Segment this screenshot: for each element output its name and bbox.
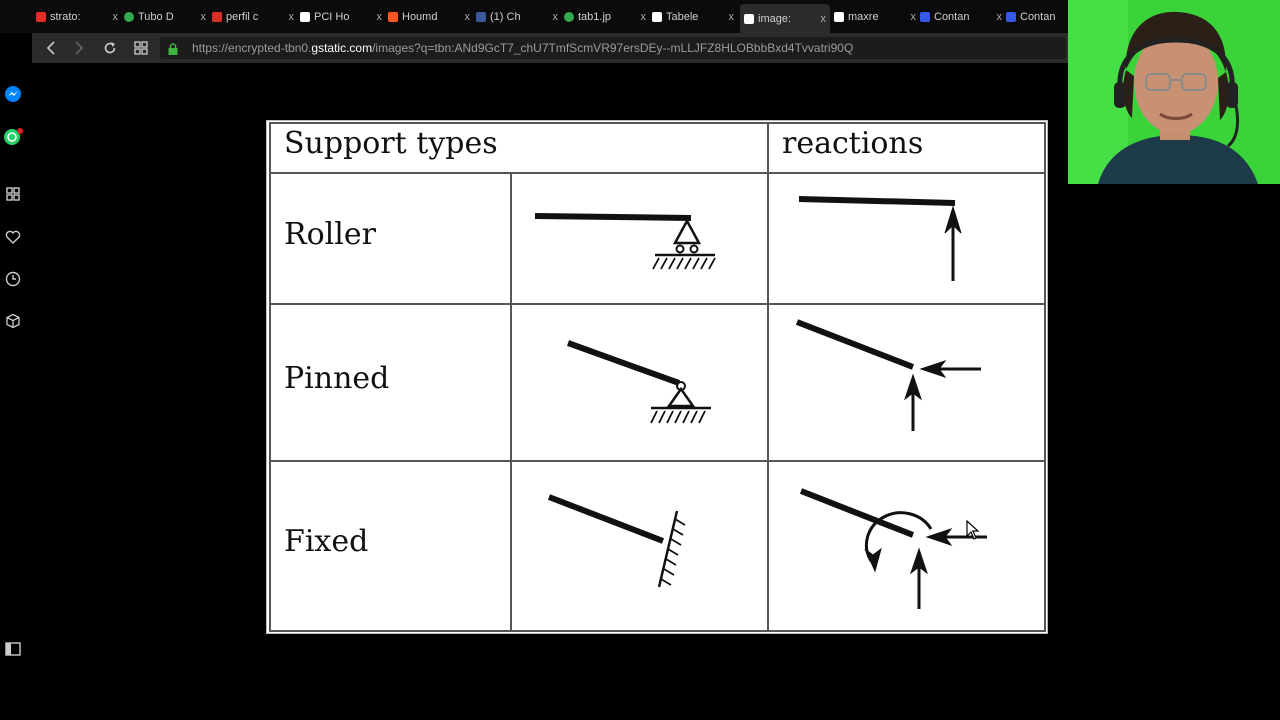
webcam-overlay: [1068, 0, 1280, 184]
sidebar: [0, 0, 32, 686]
messenger-icon[interactable]: [3, 84, 23, 104]
back-icon[interactable]: [42, 39, 60, 57]
tab-strip: strato: x Tubo D x perfil c x PCI Ho x H…: [0, 0, 1068, 33]
support-types-table: Support types reactions Roller Pinned Fi…: [266, 120, 1048, 634]
roller-support-symbol: [534, 213, 716, 270]
tab-title: maxre: [848, 11, 879, 23]
gmail-icon: [212, 12, 222, 22]
close-icon[interactable]: x: [728, 11, 735, 23]
google-icon: [124, 12, 134, 22]
speed-dial-icon[interactable]: [3, 184, 23, 204]
sidebar-toggle-icon[interactable]: [3, 639, 23, 659]
tab[interactable]: Contan x: [920, 6, 1006, 28]
lock-icon: [168, 42, 178, 60]
page-icon: [300, 12, 310, 22]
page-icon: [744, 13, 754, 24]
url-text: https://encrypted-tbn0.gstatic.com/image…: [192, 41, 853, 55]
close-icon[interactable]: x: [112, 11, 119, 23]
close-icon[interactable]: x: [996, 11, 1003, 23]
tab-title: perfil c: [226, 11, 259, 23]
history-clock-icon[interactable]: [3, 269, 23, 289]
header-reactions: reactions: [782, 126, 924, 161]
row-label-pinned: Pinned: [284, 361, 390, 396]
url-prefix: https://encrypted-tbn0.: [192, 41, 312, 55]
tab[interactable]: Tabele x: [652, 6, 738, 28]
google-icon: [564, 12, 574, 22]
page-icon: [834, 12, 844, 22]
row-label-roller: Roller: [284, 217, 376, 252]
tab-title: Tubo D: [138, 11, 174, 23]
url-path: /images?q=tbn:ANd9GcT7_chU7TmfScmVR97ers…: [372, 41, 854, 55]
close-icon[interactable]: x: [910, 11, 917, 23]
row-label-fixed: Fixed: [284, 524, 369, 559]
tab[interactable]: (1) Ch x: [476, 6, 562, 28]
header-support-types: Support types: [284, 126, 498, 161]
close-icon[interactable]: x: [200, 11, 207, 23]
address-bar: https://encrypted-tbn0.gstatic.com/image…: [32, 33, 1068, 63]
pinned-support-symbol: [566, 340, 711, 424]
close-icon[interactable]: x: [376, 11, 383, 23]
tab[interactable]: strato: x: [36, 6, 122, 28]
tab-title: tab1.jp: [578, 11, 612, 23]
close-icon[interactable]: x: [464, 11, 471, 23]
tab[interactable]: Tubo D x: [124, 6, 210, 28]
close-icon[interactable]: x: [288, 11, 295, 23]
roller-reaction-symbol: [798, 196, 962, 281]
tab-title: PCI Ho: [314, 11, 350, 23]
page-icon: [652, 12, 662, 22]
tab-title: Houmd: [402, 11, 438, 23]
forward-icon[interactable]: [70, 39, 88, 57]
facebook-icon: [476, 12, 486, 22]
wordpress-icon: [920, 12, 930, 22]
tab-title: strato:: [50, 11, 81, 23]
close-icon[interactable]: x: [552, 11, 559, 23]
tab[interactable]: Contan: [1006, 6, 1068, 28]
tab[interactable]: perfil c x: [212, 6, 298, 28]
close-icon[interactable]: x: [820, 12, 827, 25]
pinned-reaction-symbol: [795, 319, 981, 431]
shield-icon: [388, 12, 398, 22]
table-drawing: [269, 122, 1046, 632]
tab[interactable]: maxre x: [834, 6, 920, 28]
close-icon[interactable]: x: [640, 11, 647, 23]
mouse-cursor-icon: [966, 519, 980, 545]
wordpress-icon: [1006, 12, 1016, 22]
tab[interactable]: Houmd x: [388, 6, 474, 28]
tab[interactable]: PCI Ho x: [300, 6, 386, 28]
webcam-presenter: [1068, 0, 1280, 184]
url-field[interactable]: https://encrypted-tbn0.gstatic.com/image…: [160, 37, 1066, 59]
tab-title: Contan: [1020, 11, 1056, 23]
url-domain: gstatic.com: [311, 41, 373, 55]
tab[interactable]: tab1.jp x: [564, 6, 650, 28]
fixed-reaction-symbol: [799, 488, 987, 609]
youtube-icon: [36, 12, 46, 22]
tabs-grid-icon[interactable]: [132, 39, 150, 57]
tab-title: Contan: [934, 11, 970, 23]
tab-title: image:: [758, 12, 792, 25]
tab-title: Tabele: [666, 11, 699, 23]
tab-active[interactable]: image: x: [740, 4, 830, 33]
extensions-cube-icon[interactable]: [3, 311, 23, 331]
fixed-support-symbol: [547, 494, 686, 588]
heart-icon[interactable]: [3, 227, 23, 247]
reload-icon[interactable]: [101, 39, 119, 57]
tab-title: (1) Ch: [490, 11, 521, 23]
whatsapp-icon[interactable]: [3, 127, 23, 147]
bottom-bar: [0, 686, 1280, 720]
